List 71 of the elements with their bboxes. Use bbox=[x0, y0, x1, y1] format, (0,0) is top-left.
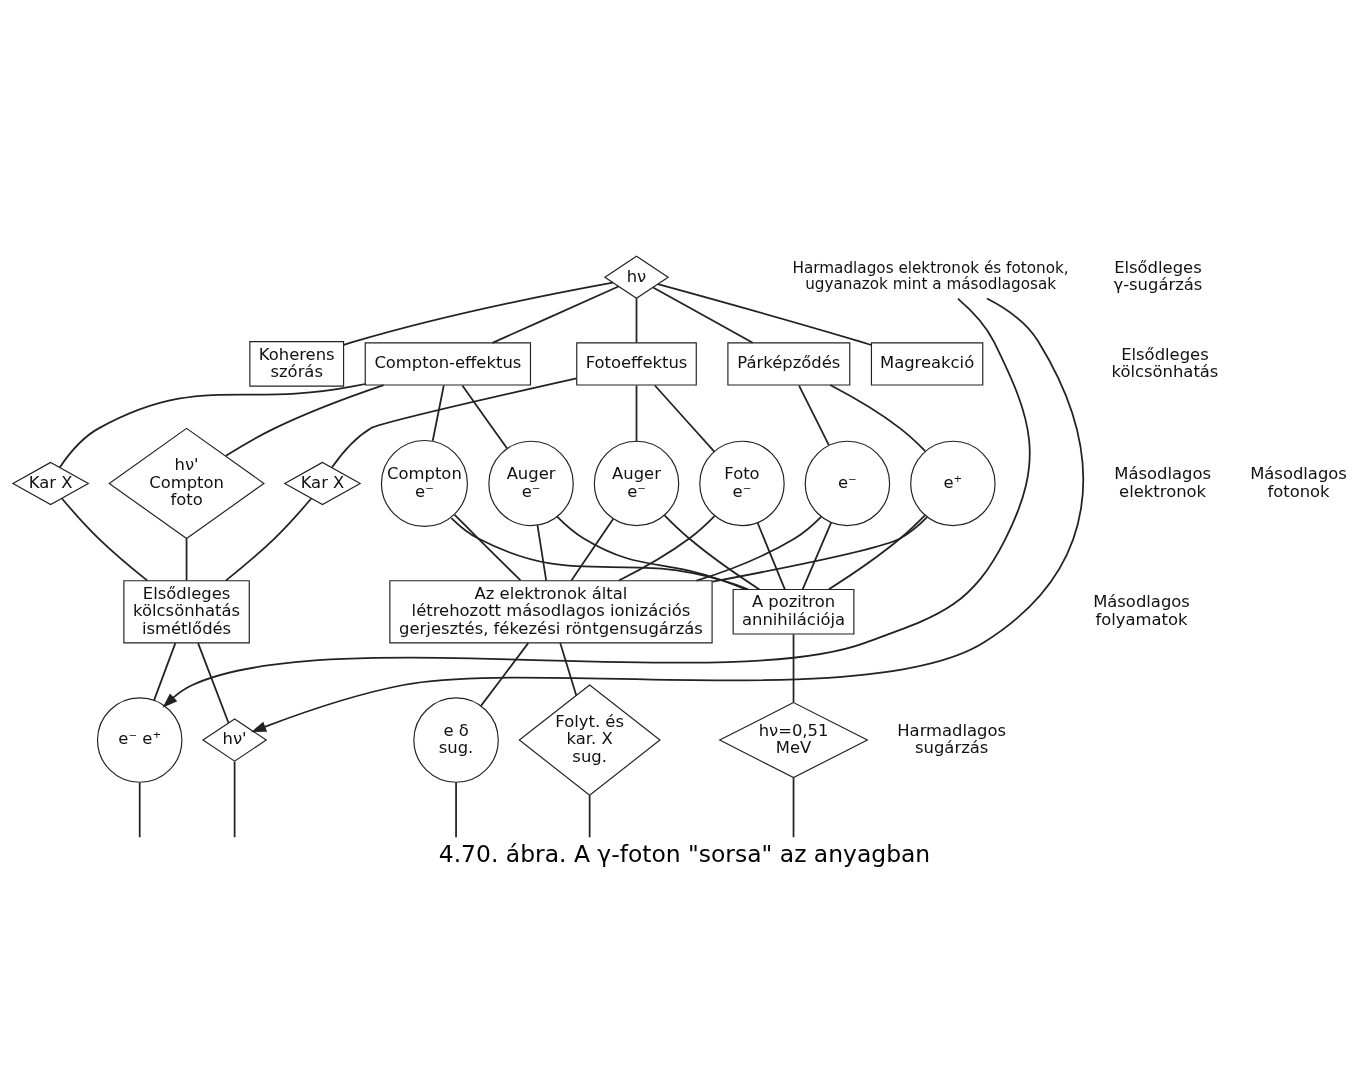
connector bbox=[225, 384, 385, 457]
node-diamond: Folyt. és kar. X sug. bbox=[518, 684, 661, 796]
node-circle: Foto e⁻ bbox=[699, 440, 785, 527]
connector bbox=[197, 642, 230, 724]
node-diamond: hν' Compton foto bbox=[108, 427, 265, 540]
arrow bbox=[162, 297, 1031, 708]
connector bbox=[224, 497, 313, 582]
node-text: Harmadlagos elektronok és fotonok, ugyanazok mint a másodlagosak bbox=[792, 259, 1069, 294]
connector bbox=[138, 781, 141, 839]
connector bbox=[453, 514, 522, 582]
connector bbox=[570, 518, 614, 582]
node-circle: Auger e⁻ bbox=[488, 440, 574, 527]
label: Harmadlagos sugárzás bbox=[897, 720, 1007, 758]
node-circle: e δ sug. bbox=[413, 697, 499, 783]
label: Másodlagos fotonok bbox=[1250, 464, 1347, 501]
connector bbox=[663, 514, 761, 591]
connector bbox=[711, 516, 928, 583]
arrow bbox=[250, 297, 1085, 733]
node-circle: Auger e⁻ bbox=[593, 440, 680, 527]
label: Elsődleges kölcsönhatás bbox=[1111, 344, 1219, 382]
node-diamond: hν bbox=[603, 255, 670, 300]
connector bbox=[792, 776, 795, 839]
connector bbox=[695, 515, 823, 582]
connector bbox=[801, 521, 833, 591]
connector bbox=[536, 524, 548, 582]
connector bbox=[491, 285, 620, 344]
label: Elsődleges γ-sugárzás bbox=[1113, 257, 1203, 295]
node-box: Az elektronok által létrehozott másodlagos ionizációs gerjesztés, fékezési röntgensugárzás bbox=[389, 580, 713, 644]
connector bbox=[792, 633, 795, 703]
node-circle: Compton e⁻ bbox=[380, 439, 468, 528]
connector bbox=[588, 794, 591, 839]
connector bbox=[652, 286, 754, 344]
node-diamond: Kar X bbox=[283, 461, 362, 506]
connector bbox=[829, 384, 927, 452]
connector bbox=[455, 781, 457, 839]
node-diamond: Kar X bbox=[11, 461, 90, 506]
node-box: Koherens szórás bbox=[249, 341, 345, 387]
node-circle: e⁻ e⁺ bbox=[96, 697, 183, 783]
connector bbox=[58, 383, 366, 469]
connector bbox=[828, 514, 926, 591]
connector bbox=[798, 384, 830, 446]
node-box: A pozitron annihilációja bbox=[732, 588, 855, 635]
connector bbox=[635, 384, 638, 443]
node-box: Fotoeffektus bbox=[576, 342, 697, 386]
connector bbox=[331, 377, 578, 469]
node-box: Elsődleges kölcsönhatás ismétlődés bbox=[123, 580, 250, 644]
node-circle: e⁻ bbox=[804, 440, 891, 527]
connector bbox=[654, 384, 716, 453]
connector bbox=[61, 497, 149, 582]
connector bbox=[233, 760, 236, 839]
connector bbox=[185, 537, 188, 582]
connector bbox=[556, 515, 747, 591]
label: Másodlagos folyamatok bbox=[1093, 592, 1190, 629]
node-box: Magreakció bbox=[870, 342, 984, 386]
connector bbox=[559, 642, 578, 696]
node-circle: e⁺ bbox=[910, 440, 996, 527]
connector bbox=[635, 297, 638, 344]
connector bbox=[618, 515, 716, 582]
connector bbox=[153, 642, 177, 702]
caption: 4.70. ábra. A γ-foton "sorsa" az anyagban bbox=[438, 839, 931, 868]
connector bbox=[431, 384, 445, 442]
connector bbox=[450, 517, 749, 591]
connector bbox=[756, 521, 786, 591]
node-diamond: hν=0,51 MeV bbox=[718, 701, 869, 779]
connector bbox=[461, 384, 508, 450]
label: Másodlagos elektronok bbox=[1114, 464, 1211, 501]
connector bbox=[657, 283, 873, 346]
node-box: Párképződés bbox=[727, 342, 851, 386]
node-box: Compton-effektus bbox=[364, 342, 532, 386]
connector bbox=[342, 281, 614, 346]
connector bbox=[480, 642, 530, 707]
